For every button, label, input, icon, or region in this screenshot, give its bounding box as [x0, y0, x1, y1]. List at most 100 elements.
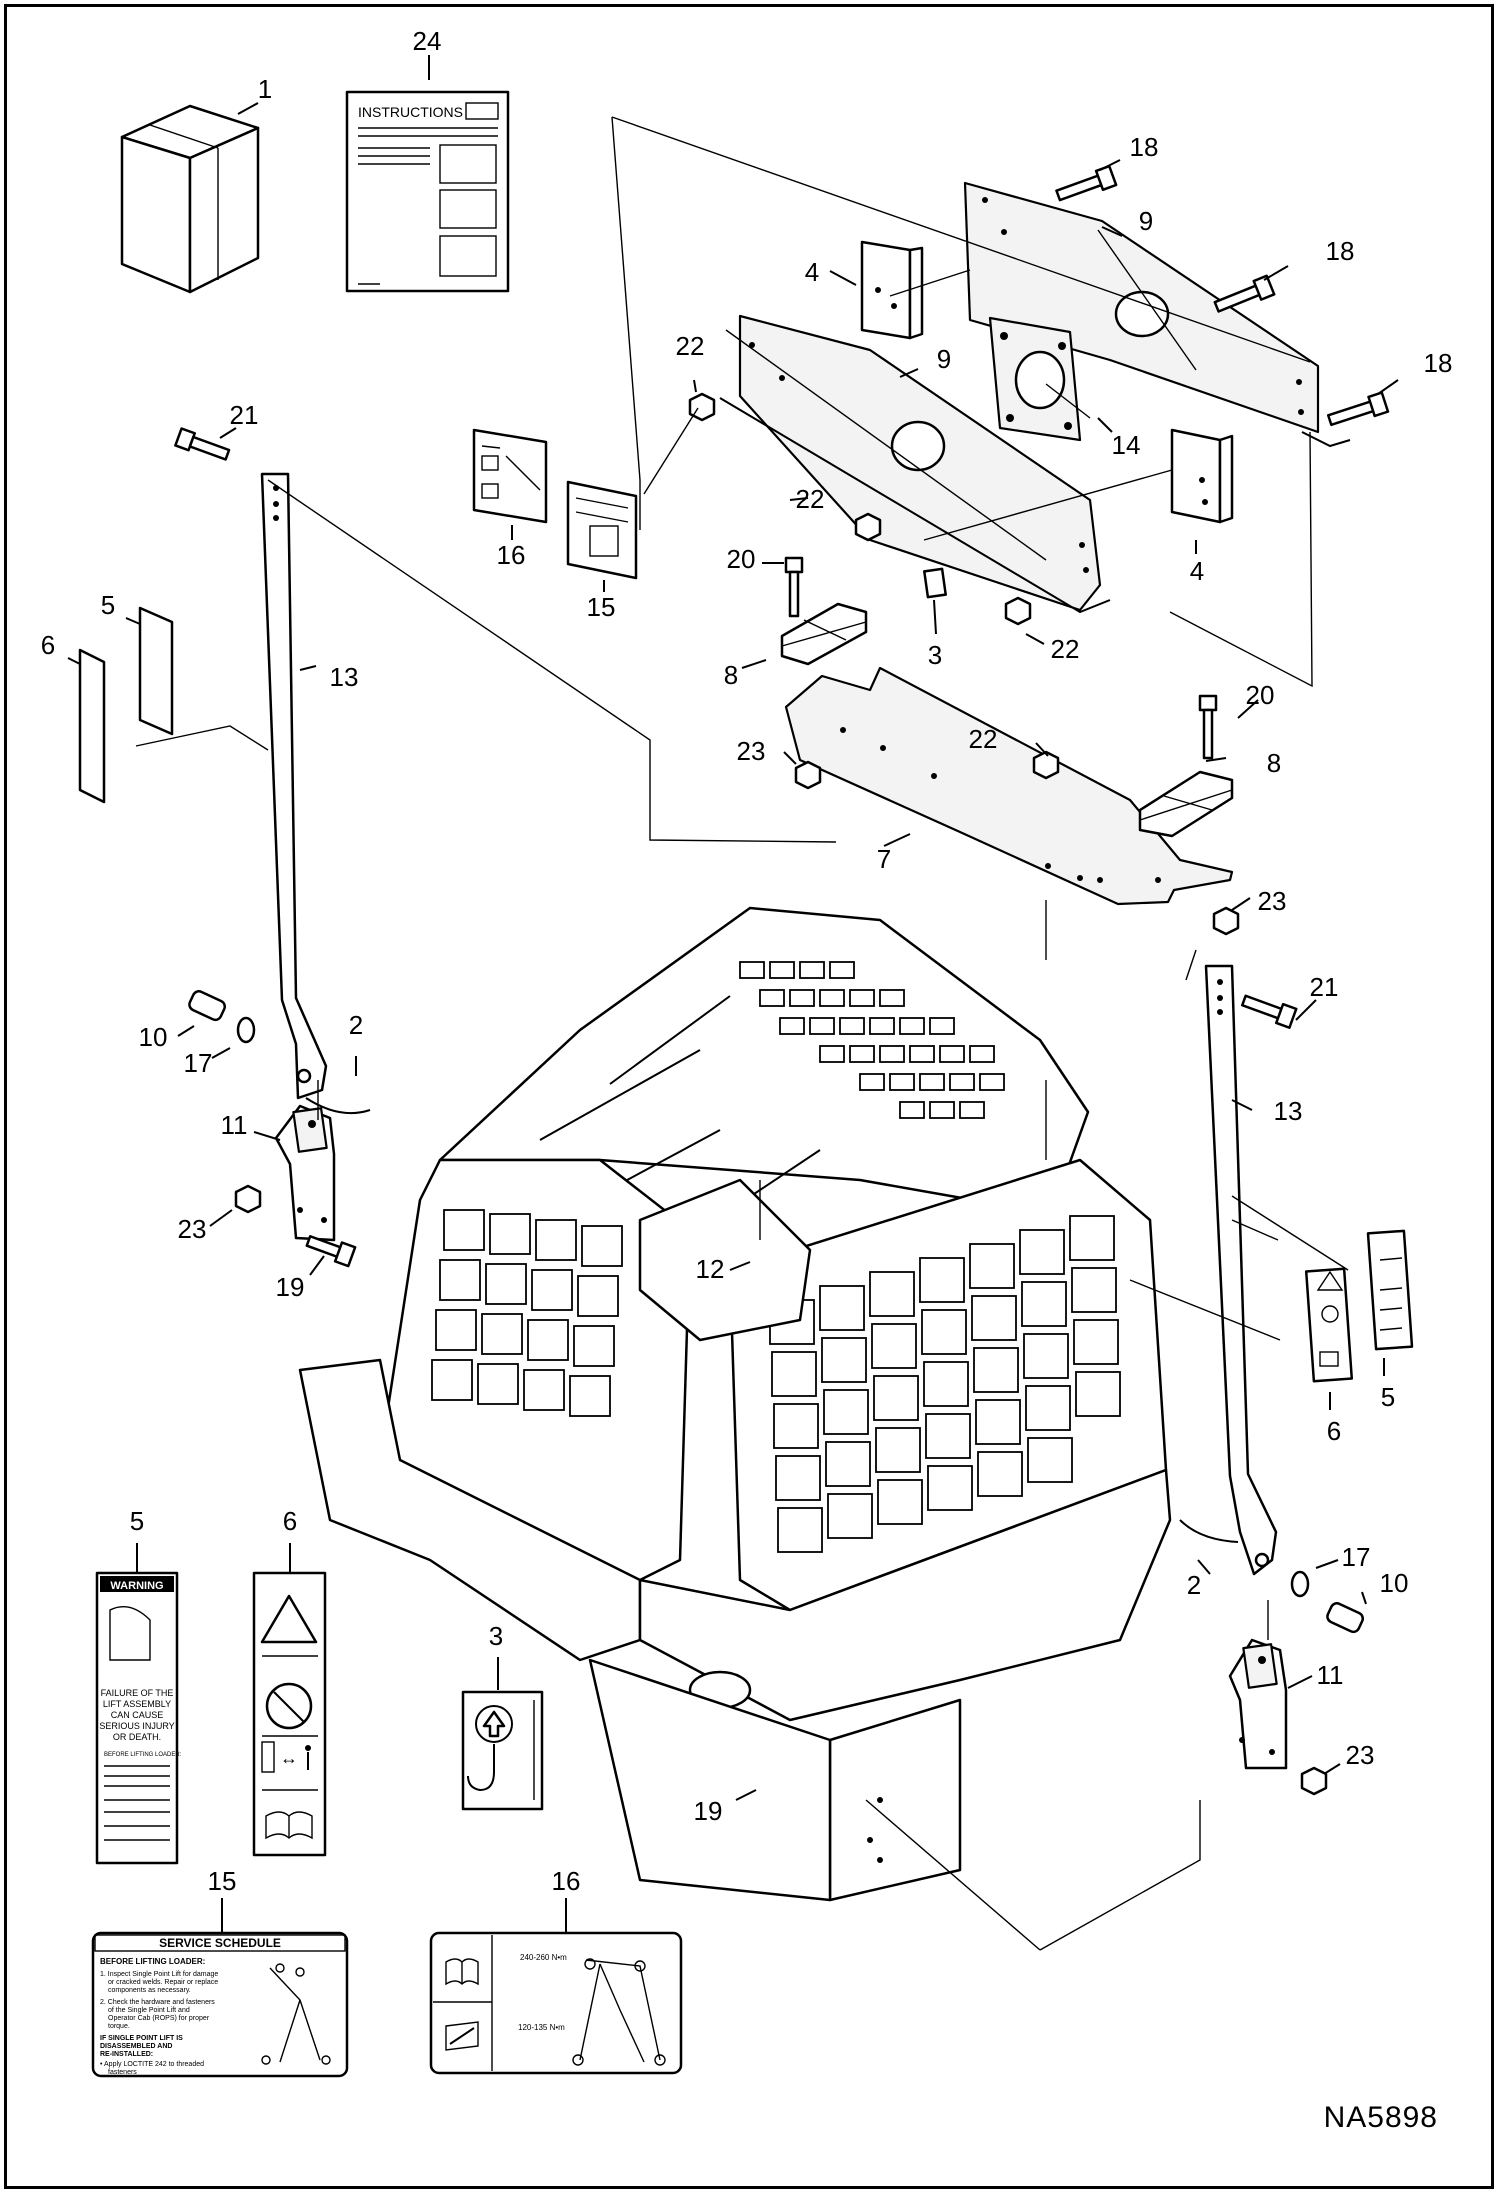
service-line-5: 2. Check the hardware and fasteners — [100, 1999, 215, 2006]
warning-heading: WARNING — [110, 1580, 163, 1592]
part-11-mount-right — [1228, 1638, 1288, 1770]
decal-6-pictorial: ↔ — [252, 1571, 327, 1857]
warning-line-4: SERIOUS INJURY — [99, 1721, 174, 1731]
service-line-11: RE-INSTALLED: — [100, 2051, 153, 2058]
callout-9: 9 — [937, 344, 951, 374]
part-4-spacer-upper — [860, 240, 924, 340]
decal-16-torque: 240-260 N•m 120-135 N•m — [429, 1931, 683, 2075]
callout-23: 23 — [737, 736, 766, 766]
decal-3-lift-point — [461, 1690, 544, 1811]
callout-11: 11 — [1317, 1660, 1344, 1690]
service-line-1: BEFORE LIFTING LOADER: — [100, 1957, 205, 1966]
callout-22: 22 — [796, 484, 825, 514]
callout-12: 12 — [696, 1254, 725, 1284]
callout-8: 8 — [1267, 748, 1281, 778]
part-16-decal-small — [472, 428, 548, 524]
part-9-rear-plate — [963, 181, 1351, 448]
warning-line-6: BEFORE LIFTING LOADER: — [104, 1752, 182, 1758]
callout-23: 23 — [1346, 1740, 1375, 1770]
part-4-spacer-lower — [1170, 428, 1234, 524]
decal-15-service-schedule: SERVICE SCHEDULE BEFORE LIFTING LOADER: … — [91, 1931, 349, 2078]
callout-14: 14 — [1112, 430, 1141, 460]
part-5-decal-small-right — [1366, 1229, 1414, 1351]
callout-18: 18 — [1130, 132, 1159, 162]
leader-lines — [135, 116, 1349, 1951]
warning-line-1: FAILURE OF THE — [101, 1688, 174, 1698]
callout-7: 7 — [877, 844, 891, 874]
callout-6: 6 — [283, 1506, 297, 1536]
callout-10: 10 — [139, 1022, 168, 1052]
callout-leaders — [67, 55, 1399, 1932]
callout-3: 3 — [489, 1621, 503, 1651]
callout-13: 13 — [1274, 1096, 1303, 1126]
callout-23: 23 — [178, 1214, 207, 1244]
warning-line-5: OR DEATH. — [113, 1732, 161, 1742]
callout-16: 16 — [552, 1866, 581, 1896]
service-line-7: Operator Cab (ROPS) for proper — [108, 2015, 210, 2022]
callout-2: 2 — [1187, 1570, 1201, 1600]
callout-19: 19 — [694, 1796, 723, 1826]
warning-line-2: LIFT ASSEMBLY — [103, 1699, 171, 1709]
callout-9: 9 — [1139, 206, 1153, 236]
svg-text:↔: ↔ — [280, 1748, 298, 1768]
callout-4: 4 — [1190, 556, 1204, 586]
part-1-box — [120, 104, 260, 294]
callout-11: 11 — [221, 1110, 248, 1140]
front-screen — [769, 1215, 1121, 1553]
callout-5: 5 — [130, 1506, 144, 1536]
callout-21: 21 — [1310, 972, 1339, 1002]
operator-cab-rops — [298, 906, 1172, 1902]
callout-4: 4 — [805, 257, 819, 287]
service-line-13: fasteners — [108, 2069, 137, 2076]
service-line-4: components as necessary. — [108, 1987, 191, 1994]
callout-21: 21 — [230, 400, 259, 430]
callout-19: 19 — [276, 1272, 305, 1302]
callout-22: 22 — [1051, 634, 1080, 664]
callout-17: 17 — [1342, 1542, 1371, 1572]
part-15-decal-small — [566, 480, 638, 580]
callout-23: 23 — [1258, 886, 1287, 916]
part-11-mount-left — [274, 1104, 336, 1242]
callout-5: 5 — [101, 590, 115, 620]
part-8-clamp-left — [780, 602, 868, 666]
service-line-9: IF SINGLE POINT LIFT IS — [100, 2035, 183, 2042]
service-schedule-heading: SERVICE SCHEDULE — [159, 1936, 281, 1950]
callout-13: 13 — [330, 662, 359, 692]
warning-line-3: CAN CAUSE — [111, 1710, 164, 1720]
side-screen — [431, 1209, 623, 1417]
decal-5-warning: WARNING FAILURE OF THE LIFT ASSEMBLY CAN… — [95, 1571, 182, 1865]
part-8-clamp-right — [1138, 770, 1234, 838]
part-7-lift-bracket — [784, 666, 1234, 906]
callout-22: 22 — [676, 331, 705, 361]
callout-18: 18 — [1424, 348, 1453, 378]
callout-20: 20 — [1246, 680, 1275, 710]
callout-16: 16 — [497, 540, 526, 570]
callout-2: 2 — [349, 1010, 363, 1040]
callout-6: 6 — [41, 630, 55, 660]
callout-5: 5 — [1381, 1382, 1395, 1412]
instructions-heading: INSTRUCTIONS — [358, 104, 463, 120]
service-line-10: DISASSEMBLED AND — [100, 2043, 172, 2050]
part-13-lift-link-left — [260, 472, 328, 1100]
drawing-code: NA5898 — [1323, 2101, 1438, 2134]
callout-15: 15 — [587, 592, 616, 622]
callout-22: 22 — [969, 724, 998, 754]
callout-labels: 1 24 18 9 18 4 22 9 18 21 14 22 16 15 4 … — [41, 26, 1453, 1896]
service-line-2: 1. Inspect Single Point Lift for damage — [100, 1971, 218, 1978]
service-line-12: • Apply LOCTITE 242 to threaded — [100, 2061, 204, 2068]
service-line-6: of the Single Point Lift and — [108, 2007, 190, 2014]
part-5-6-decal-blanks-left — [78, 606, 174, 804]
torque-bottom: 120-135 N•m — [518, 2023, 565, 2032]
part-24-instructions: INSTRUCTIONS — [345, 90, 510, 293]
callout-24: 24 — [413, 26, 442, 56]
part-14-center-plate — [988, 316, 1082, 442]
callout-8: 8 — [724, 660, 738, 690]
part-13-lift-link-right — [1204, 964, 1278, 1576]
callout-18: 18 — [1326, 236, 1355, 266]
callout-1: 1 — [258, 74, 272, 104]
callout-3: 3 — [928, 640, 942, 670]
service-line-8: torque. — [108, 2023, 130, 2030]
part-6-decal-small-right — [1304, 1267, 1354, 1383]
